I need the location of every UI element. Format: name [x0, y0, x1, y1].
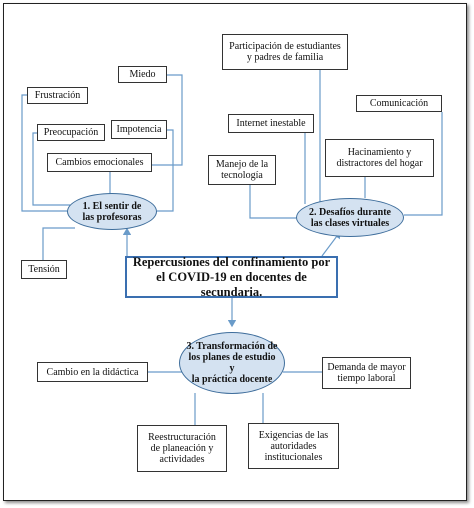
- group-2-ellipse: 2. Desafíos durante las clases virtuales: [296, 198, 404, 237]
- connector-tension: [42, 227, 75, 260]
- item-demanda-tiempo: Demanda de mayor tiempo laboral: [322, 357, 411, 389]
- item-cambios-emocionales: Cambios emocionales: [47, 153, 152, 172]
- item-cambio-didactica: Cambio en la didáctica: [37, 362, 148, 382]
- group-1-ellipse: 1. El sentir de las profesoras: [67, 193, 157, 230]
- connector-comunicacion: [404, 112, 443, 216]
- item-manejo-tecnologia: Manejo de la tecnología: [208, 155, 276, 185]
- item-reestructuracion: Reestructuración de planeación y activid…: [137, 425, 227, 472]
- item-internet-inestable: Internet inestable: [228, 114, 314, 133]
- central-title-box: Repercusiones del confinamiento por el C…: [125, 255, 338, 299]
- item-exigencias: Exigencias de las autoridades institucio…: [248, 423, 339, 469]
- group-3-ellipse: 3. Transformación de los planes de estud…: [179, 332, 285, 394]
- item-preocupacion: Preocupación: [37, 124, 105, 141]
- item-tension: Tensión: [21, 260, 67, 279]
- connector-miedo: [152, 74, 183, 166]
- item-miedo: Miedo: [118, 66, 167, 83]
- item-hacinamiento: Hacinamiento y distractores del hogar: [325, 139, 434, 177]
- item-impotencia: Impotencia: [111, 120, 167, 139]
- diagram-frame: [3, 3, 467, 501]
- item-comunicacion: Comunicación: [356, 95, 442, 112]
- connector-manejo: [249, 183, 296, 219]
- connector-frustracion: [21, 94, 67, 212]
- item-participacion: Participación de estudiantes y padres de…: [222, 34, 348, 70]
- connector-impotencia: [157, 129, 174, 212]
- connector-preocupacion: [32, 132, 70, 206]
- item-frustracion: Frustración: [27, 87, 88, 104]
